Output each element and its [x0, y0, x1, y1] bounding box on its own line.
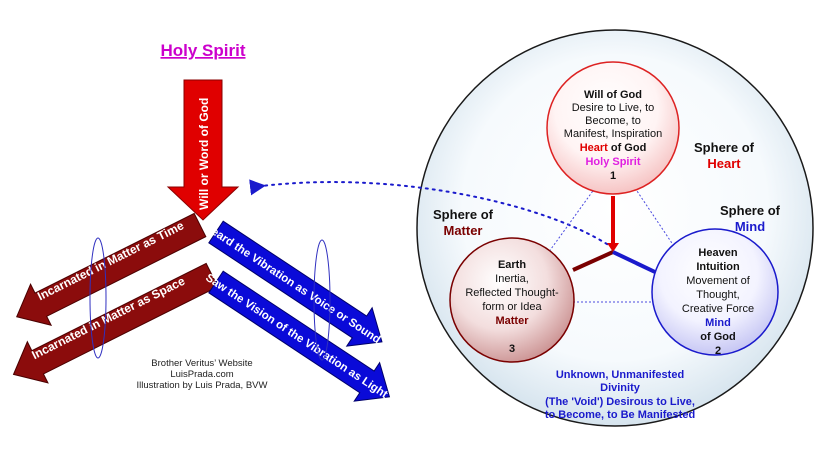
- matter-circle: [449, 237, 575, 363]
- credit-line-3: Illustration by Luis Prada, BVW: [137, 380, 268, 391]
- matter-line-4: form or Idea: [482, 301, 542, 313]
- mind-line-3: Movement of: [686, 275, 751, 287]
- heart-of-god: of God: [608, 142, 647, 154]
- heart-line-1: Will of God: [584, 89, 642, 101]
- will-of-god-arrow-label: Will or Word of God: [197, 98, 211, 210]
- mind-number: 2: [715, 345, 721, 357]
- will-of-god-arrow: Will or Word of God: [166, 79, 240, 221]
- ellipse-right: [313, 239, 331, 361]
- credit-line-1: Brother Veritus’ Website: [151, 358, 252, 369]
- heart-number: 1: [610, 170, 616, 182]
- heart-line-2: Desire to Live, to: [572, 102, 655, 114]
- heart-line-6: Holy Spirit: [585, 156, 640, 168]
- matter-line-1: Earth: [498, 259, 526, 271]
- holy-spirit-title: Holy Spirit: [160, 41, 245, 60]
- credit-line-2: LuisPrada.com: [170, 369, 233, 380]
- heart-text: Will of God Desire to Live, to Become, t…: [564, 89, 662, 182]
- connector-matter: [572, 250, 614, 272]
- mind-line-6: Mind: [705, 317, 731, 329]
- sphere-mind-line-2: Mind: [735, 219, 765, 234]
- matter-line-2: Inertia,: [495, 273, 529, 285]
- unknown-line-4: to Become, to Be Manifested: [545, 409, 695, 421]
- mind-line-4: Thought,: [696, 289, 739, 301]
- heart-line-3: Become, to: [585, 115, 641, 127]
- heart-line-4: Manifest, Inspiration: [564, 128, 662, 140]
- sphere-matter-line-1: Sphere of: [433, 207, 494, 222]
- unknown-line-2: Divinity: [600, 382, 641, 394]
- unknown-divinity-text: Unknown, Unmanifested Divinity (The 'Voi…: [545, 369, 695, 421]
- matter-text: Earth Inertia, Reflected Thought- form o…: [465, 259, 559, 355]
- sphere-matter-line-2: Matter: [443, 223, 482, 238]
- mind-line-2: Intuition: [696, 261, 740, 273]
- heart-word: Heart: [580, 142, 608, 154]
- dotted-connector-arrow: [249, 179, 614, 249]
- mind-text: Heaven Intuition Movement of Thought, Cr…: [682, 247, 754, 357]
- heart-circle: [546, 61, 680, 195]
- mind-line-7: of God: [700, 331, 735, 343]
- matter-line-3: Reflected Thought-: [465, 287, 559, 299]
- sphere-heart-line-1: Sphere of: [694, 140, 755, 155]
- matter-number: 3: [509, 343, 515, 355]
- sphere-heart-line-2: Heart: [707, 156, 741, 171]
- sphere-mind-label: Sphere of Mind: [720, 203, 781, 234]
- mind-line-5: Creative Force: [682, 303, 754, 315]
- unknown-line-3: (The 'Void') Desirous to Live,: [545, 396, 695, 408]
- mind-circle: [651, 228, 779, 356]
- heart-line-5: Heart of God: [580, 142, 647, 154]
- sphere-matter-label: Sphere of Matter: [433, 207, 494, 238]
- connector-mind: [612, 250, 656, 274]
- ellipse-left: [89, 237, 107, 359]
- matter-line-5: Matter: [495, 315, 529, 327]
- mind-line-1: Heaven: [698, 247, 737, 259]
- connector-heart-head: [607, 243, 619, 252]
- sphere-mind-line-1: Sphere of: [720, 203, 781, 218]
- sphere-heart-label: Sphere of Heart: [694, 140, 755, 171]
- unknown-line-1: Unknown, Unmanifested: [556, 369, 684, 381]
